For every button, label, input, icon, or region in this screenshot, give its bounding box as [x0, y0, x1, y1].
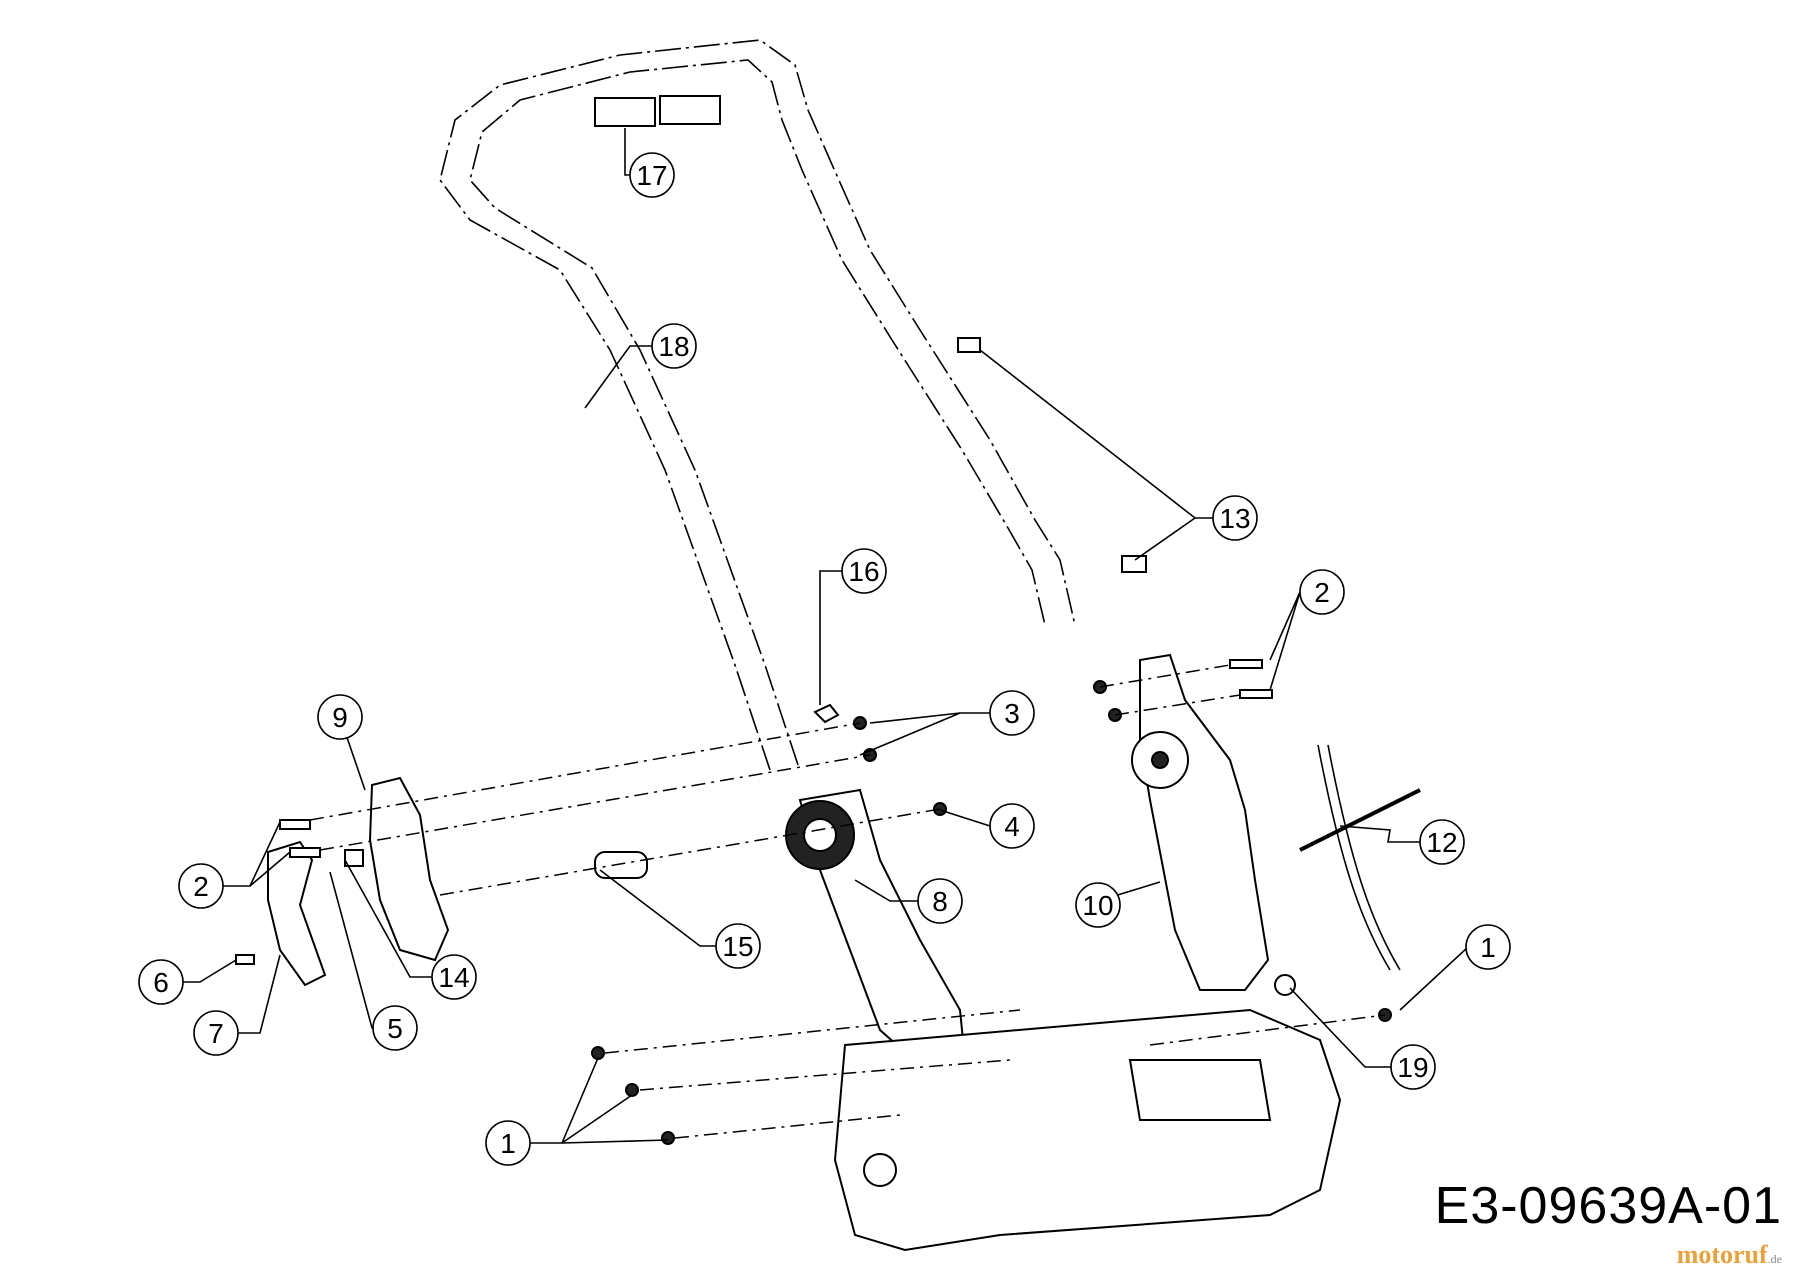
spacer-sleeve [594, 851, 648, 879]
lever-plate [344, 849, 364, 867]
callout-12: 12 [1419, 819, 1465, 865]
watermark-logo: motoruf.de [1677, 1240, 1782, 1270]
callout-8: 8 [917, 878, 963, 924]
svg-text:17: 17 [636, 160, 667, 191]
handle-tube [439, 39, 1076, 771]
svg-text:12: 12 [1426, 827, 1457, 858]
leader-lines [183, 128, 1488, 1144]
callout-15: 15 [715, 923, 761, 969]
callout-1-left: 1 [485, 1120, 531, 1166]
svg-text:7: 7 [208, 1018, 224, 1049]
watermark-brand: motoruf [1676, 1240, 1768, 1269]
svg-text:19: 19 [1397, 1052, 1428, 1083]
assembly-lines [309, 664, 1386, 1139]
handle-label-decal [594, 95, 721, 127]
svg-text:14: 14 [438, 962, 469, 993]
cable-line-2 [1327, 744, 1401, 971]
callout-19: 19 [1390, 1044, 1436, 1090]
svg-text:18: 18 [658, 331, 689, 362]
callout-7: 7 [193, 1010, 239, 1056]
callout-17: 17 [629, 152, 675, 198]
lever-cover [368, 776, 450, 962]
right-bracket [1131, 653, 1270, 991]
callout-6: 6 [138, 959, 184, 1005]
drawing-code: E3-09639A-01 [1434, 1177, 1782, 1235]
svg-text:16: 16 [848, 556, 879, 587]
watermark-suffix: .de [1767, 1252, 1782, 1266]
svg-text:4: 4 [1004, 811, 1020, 842]
svg-text:2: 2 [193, 871, 209, 902]
mower-deck [833, 1008, 1342, 1252]
svg-text:9: 9 [332, 702, 348, 733]
callout-18: 18 [651, 323, 697, 369]
svg-text:10: 10 [1082, 890, 1113, 921]
svg-text:3: 3 [1004, 698, 1020, 729]
callout-3: 3 [989, 690, 1035, 736]
cable-clip-upper [957, 337, 1147, 573]
callout-5: 5 [372, 1005, 418, 1051]
cable-line [1317, 744, 1391, 971]
cable-tie [1299, 788, 1421, 852]
callout-2-left: 2 [178, 863, 224, 909]
left-bracket [785, 788, 967, 1072]
svg-text:2: 2 [1314, 577, 1330, 608]
callout-2-right: 2 [1299, 569, 1345, 615]
svg-text:13: 13 [1219, 503, 1250, 534]
svg-text:1: 1 [1480, 932, 1496, 963]
callout-1-right: 1 [1465, 924, 1511, 970]
svg-text:15: 15 [722, 931, 753, 962]
svg-text:5: 5 [387, 1013, 403, 1044]
callout-10: 10 [1075, 882, 1121, 928]
callout-9: 9 [317, 694, 363, 740]
svg-text:8: 8 [932, 886, 948, 917]
callout-13: 13 [1212, 495, 1258, 541]
svg-text:1: 1 [500, 1128, 516, 1159]
svg-text:6: 6 [153, 967, 169, 998]
callout-4: 4 [989, 803, 1035, 849]
callout-16: 16 [841, 548, 887, 594]
callout-14: 14 [431, 954, 477, 1000]
